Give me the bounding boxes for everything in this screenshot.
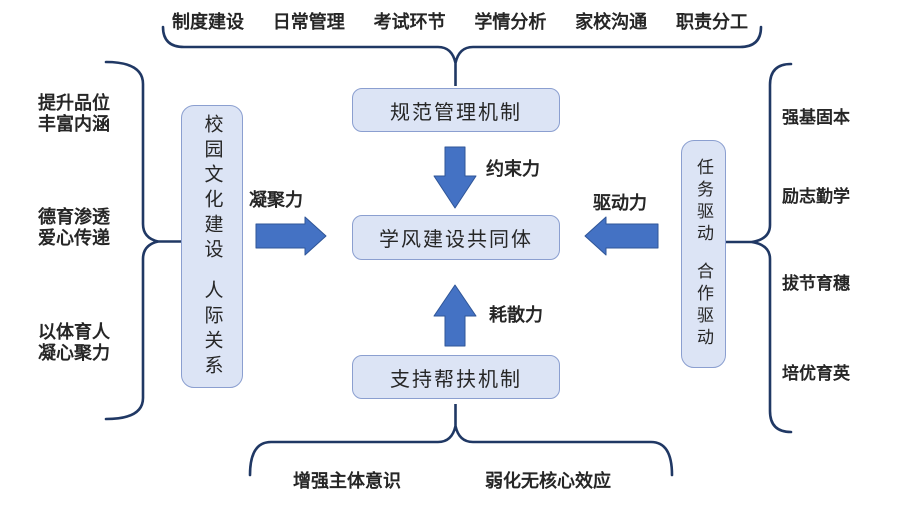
- top-factor-item: 制度建设: [172, 12, 244, 32]
- interpersonal-relations-text: 人际关系: [201, 279, 223, 380]
- left-factor-line: 爱心传递: [38, 228, 110, 248]
- left-factor-line: 丰富内涵: [38, 114, 110, 134]
- left-factor-item: 以体育人 凝心聚力: [20, 322, 128, 364]
- right-factor-item: 强基固本: [782, 108, 850, 127]
- top-factor-item: 学情分析: [474, 12, 547, 32]
- right-factor-item: 拔节育穗: [782, 274, 850, 293]
- cohesion-force-label: 凝聚力: [249, 190, 303, 210]
- up-arrow-icon: [433, 284, 477, 347]
- top-factor-item: 家校沟通: [575, 12, 648, 32]
- bottom-factor-item: 弱化无核心效应: [485, 471, 611, 491]
- campus-culture-text: 校园文化建设: [201, 113, 223, 264]
- task-drive-text: 任务驱动: [694, 158, 713, 246]
- left-factor-line: 以体育人: [38, 322, 110, 342]
- down-arrow-icon: [433, 146, 477, 209]
- campus-culture-box: 校园文化建设 人际关系: [181, 105, 243, 388]
- bottom-factor-item: 增强主体意识: [293, 471, 401, 491]
- community-center-box: 学风建设共同体: [352, 215, 560, 260]
- left-arrow-icon: [584, 216, 659, 256]
- top-factor-item: 考试环节: [373, 12, 446, 32]
- management-mechanism-box: 规范管理机制: [352, 88, 560, 132]
- right-factor-item: 励志勤学: [782, 187, 850, 206]
- bottom-brace: [248, 404, 674, 477]
- task-drive-box: 任务驱动 合作驱动: [681, 140, 726, 368]
- left-factor-item: 德育渗透 爱心传递: [20, 207, 128, 249]
- top-factor-item: 职责分工: [675, 12, 748, 32]
- right-factor-item: 培优育英: [782, 364, 850, 383]
- right-arrow-icon: [255, 216, 327, 256]
- left-factor-line: 提升品位: [38, 93, 110, 113]
- left-factor-line: 凝心聚力: [38, 343, 110, 363]
- top-brace: [161, 25, 763, 86]
- bottom-factor-list: 增强主体意识 弱化无核心效应: [293, 467, 611, 493]
- support-mechanism-box: 支持帮扶机制: [352, 355, 560, 399]
- left-factor-item: 提升品位 丰富内涵: [20, 93, 128, 135]
- constraint-force-label: 约束力: [486, 159, 540, 179]
- top-factor-item: 日常管理: [272, 12, 345, 32]
- driving-force-label: 驱动力: [593, 193, 647, 213]
- top-factor-list: 制度建设 日常管理 考试环节 学情分析 家校沟通 职责分工: [172, 8, 748, 34]
- cooperation-drive-text: 合作驱动: [694, 262, 713, 350]
- dissipation-force-label: 耗散力: [489, 305, 543, 325]
- left-factor-line: 德育渗透: [38, 207, 110, 227]
